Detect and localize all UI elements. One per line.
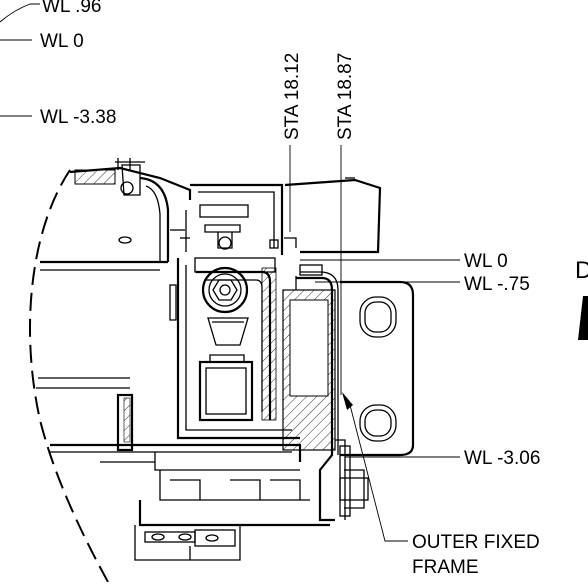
mechanism-assembly (36, 158, 415, 561)
label-outer-fixed-frame-line2: FRAME (412, 557, 479, 578)
left-leaders (0, 3, 40, 117)
label-wl-0-top: WL 0 (40, 31, 84, 52)
outer-boundary-dashed-arc (29, 169, 109, 583)
label-edge-letter: D (575, 257, 588, 284)
detail-arrow-marker (578, 296, 588, 340)
leader-arrowhead (342, 392, 353, 410)
right-leaders (300, 259, 460, 542)
label-wl-m306: WL -3.06 (464, 448, 540, 469)
leader-wl-096 (0, 3, 40, 23)
label-wl-096: WL .96 (42, 0, 102, 17)
label-wl-0-right: WL 0 (464, 251, 508, 272)
label-sta-1887: STA 18.87 (335, 53, 356, 140)
label-outer-fixed-frame-line1: OUTER FIXED (412, 532, 540, 553)
label-sta-1812: STA 18.12 (282, 53, 303, 140)
label-wl-m338: WL -3.38 (40, 107, 116, 128)
leader-outer-fixed-frame (349, 404, 408, 542)
label-wl-m075: WL -.75 (464, 274, 530, 295)
